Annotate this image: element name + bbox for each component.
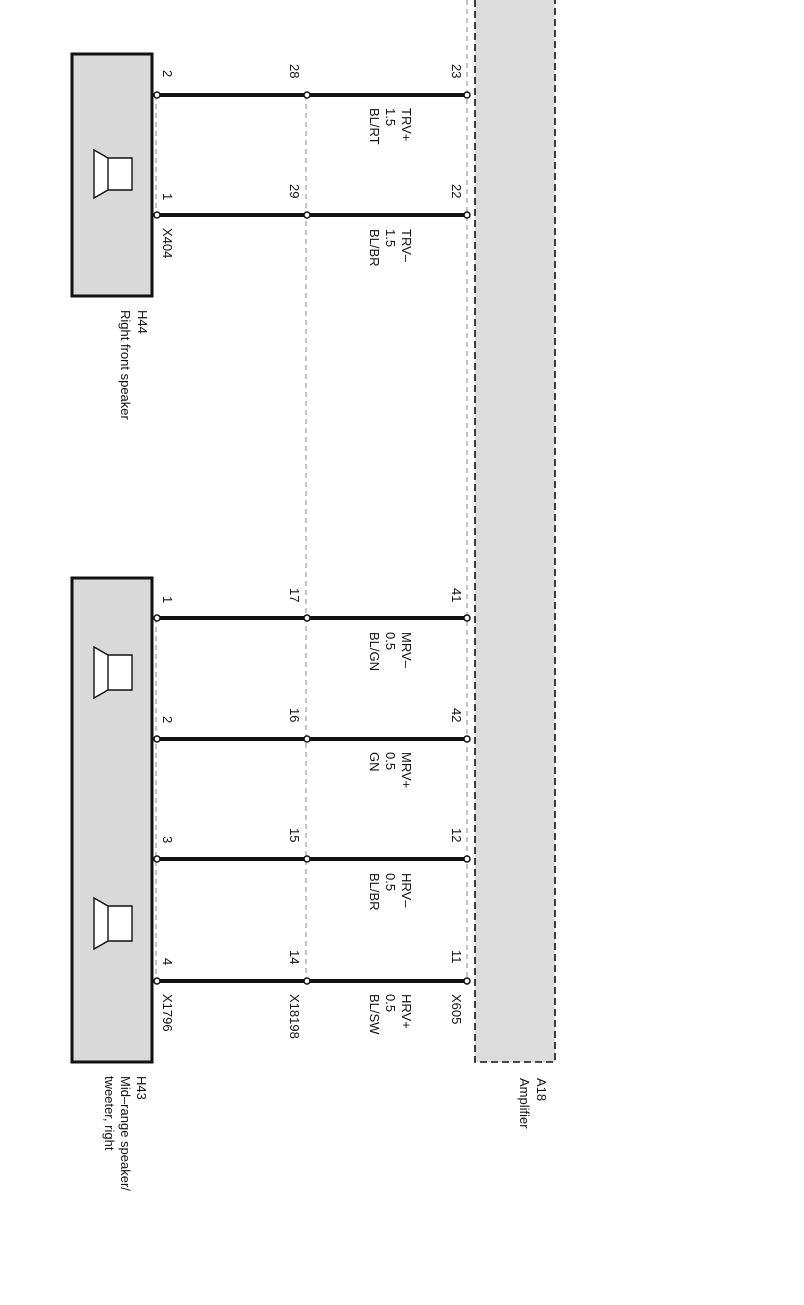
inline-pin-label: 14 (287, 950, 302, 964)
terminal-dot (463, 91, 471, 99)
terminal-dot (303, 91, 311, 99)
speaker-h44-housing (70, 52, 154, 298)
speaker-connector-label: X1796 (160, 994, 175, 1032)
terminal-dot (153, 977, 161, 985)
wire-signal-label: TRV+ (399, 108, 414, 141)
wire-gauge-label: 0.5 (383, 752, 398, 770)
amp-pin-label: 23 (449, 64, 464, 78)
wire-gauge-label: 0.5 (383, 994, 398, 1012)
wire-gauge-label: 1.5 (383, 108, 398, 126)
speaker-icon (93, 148, 133, 200)
terminal-dot (153, 855, 161, 863)
speaker-h44: X404 H44 Right front speaker (70, 52, 175, 421)
speaker-name-label: Mid–range speaker/ (118, 1076, 133, 1191)
amp-pin-label: 42 (449, 708, 464, 722)
speaker-pin-label: 3 (160, 836, 175, 843)
amp-pin-label: 11 (449, 950, 464, 964)
terminal-dot (303, 855, 311, 863)
speaker-icon (93, 896, 133, 951)
wire: 2 28 23 TRV+ 1.5 BL/RT (153, 64, 471, 145)
terminal-dot (463, 211, 471, 219)
amplifier: X605 A18 Amplifier (449, 0, 556, 1129)
speaker-connector-label: X404 (160, 228, 175, 258)
speaker-h43-housing (70, 576, 154, 1064)
wire-signal-label: MRV+ (399, 752, 414, 788)
wire: 4 14 11 HRV+ 0.5 BL/SW (153, 950, 471, 1035)
inline-pin-label: 29 (287, 184, 302, 198)
wire-signal-label: TRV– (399, 229, 414, 263)
speaker-pin-label: 2 (160, 716, 175, 723)
inline-pin-label: 17 (287, 588, 302, 602)
wire-signal-label: HRV+ (399, 994, 414, 1029)
wire-gauge-label: 0.5 (383, 632, 398, 650)
wire-color-label: BL/BR (367, 873, 382, 911)
wire: 1 17 41 MRV– 0.5 BL/GN (153, 588, 471, 671)
wire: 2 16 42 MRV+ 0.5 GN (153, 708, 471, 788)
speaker-name-label: tweeter, right (102, 1076, 117, 1151)
terminal-dot (153, 211, 161, 219)
speaker-pin-label: 1 (160, 596, 175, 603)
wire-gauge-label: 1.5 (383, 229, 398, 247)
speaker-id-label: H43 (134, 1076, 149, 1100)
wire-color-label: BL/SW (367, 994, 382, 1035)
terminal-dot (153, 614, 161, 622)
amplifier-body (475, 0, 555, 1062)
speaker-name-label: Right front speaker (118, 310, 133, 421)
terminal-dot (463, 614, 471, 622)
terminal-dot (463, 735, 471, 743)
amplifier-outline (474, 0, 556, 1063)
wire-color-label: GN (367, 752, 382, 772)
wire-color-label: BL/GN (367, 632, 382, 671)
terminal-dot (153, 91, 161, 99)
speaker-pin-label: 2 (160, 70, 175, 77)
speaker-h43: X1796 H43 Mid–range speaker/ tweeter, ri… (70, 576, 175, 1191)
wire: 3 15 12 HRV– 0.5 BL/BR (153, 828, 471, 911)
terminal-dot (303, 614, 311, 622)
wire: 1 29 22 TRV– 1.5 BL/BR (153, 184, 471, 267)
amplifier-connector-label: X605 (449, 994, 464, 1024)
terminal-dot (463, 977, 471, 985)
wire-gauge-label: 0.5 (383, 873, 398, 891)
terminal-dot (303, 211, 311, 219)
amplifier-id-label: A18 (534, 1078, 549, 1101)
terminal-dot (303, 735, 311, 743)
speaker-icon (93, 645, 133, 700)
wire-signal-label: MRV– (399, 632, 414, 669)
wire-color-label: BL/BR (367, 229, 382, 267)
connector-guides (155, 0, 468, 981)
inline-pin-label: 16 (287, 708, 302, 722)
amp-pin-label: 22 (449, 184, 464, 198)
wire-signal-label: HRV– (399, 873, 414, 908)
inline-pin-label: 15 (287, 828, 302, 842)
inline-connector-label: X18198 (287, 994, 302, 1039)
terminal-dot (153, 735, 161, 743)
inline-pin-label: 28 (287, 64, 302, 78)
speaker-pin-label: 4 (160, 958, 175, 965)
speaker-id-label: H44 (135, 310, 150, 334)
terminal-dot (303, 977, 311, 985)
wire-color-label: BL/RT (367, 108, 382, 145)
amplifier-name-label: Amplifier (517, 1078, 532, 1129)
amp-pin-label: 12 (449, 828, 464, 842)
amp-pin-label: 41 (449, 588, 464, 602)
speaker-pin-label: 1 (160, 193, 175, 200)
terminal-dot (463, 855, 471, 863)
